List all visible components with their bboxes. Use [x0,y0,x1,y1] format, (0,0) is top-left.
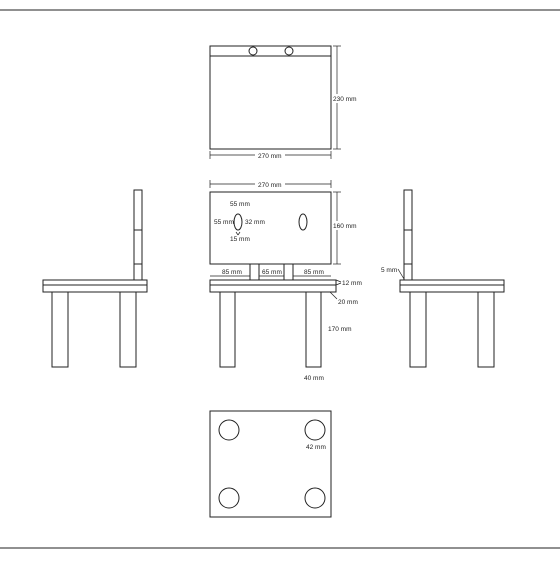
left-gap-label-bg [220,267,246,275]
top-height-label-bg [332,94,358,103]
side-right-backrest [403,189,413,281]
back-height-label-bg [332,221,358,230]
side-view-right: 5 mm [381,189,505,368]
bottom-hole-diameter-label: 42 mm [306,444,326,451]
side-view-left [42,189,148,368]
side-offset-leader [397,268,405,280]
backrest-slot-right [298,213,308,231]
side-right-leg-back [477,291,495,368]
bottom-hole-bottom-left [218,487,240,509]
bottom-hole-top-right [304,419,326,441]
seat-apron [209,284,337,293]
seat-thickness-leader-a [335,279,342,283]
left-gap-label: 85 mm [222,269,242,276]
side-left-backrest [133,189,143,281]
hole-height-label: 55 mm [214,219,234,226]
back-support-left [249,263,260,281]
hole-width-label: 32 mm [245,219,265,226]
backrest-panel [209,191,332,265]
side-left-leg-back [119,291,137,368]
right-gap-label: 85 mm [304,269,324,276]
top-view: 230 mm 270 mm [209,45,358,160]
leg-height-label: 170 mm [328,326,351,333]
side-right-seat-apron [399,284,505,293]
top-view-hole-right [284,46,294,56]
apron-leader [329,291,338,300]
hole-top-spacing-label: 55 mm [230,201,250,208]
side-left-seat-top [42,279,148,286]
bottom-hole-top-left [218,419,240,441]
back-width-label: 270 mm [258,182,281,189]
side-right-seat-top [399,279,505,286]
top-width-label-bg [255,151,285,160]
back-height-label: 160 mm [333,223,356,230]
top-height-label: 230 mm [333,96,356,103]
top-view-seat [209,45,332,150]
bottom-hole-bottom-right [304,487,326,509]
leg-width-label: 40 mm [304,375,324,382]
side-left-seat-apron [42,284,148,293]
seat-thickness-label: 12 mm [342,280,362,287]
bottom-view: 42 mm [209,410,332,518]
seat-top-board [209,279,337,286]
hole-leader-a [235,231,239,236]
apron-thickness-label: 20 mm [338,299,358,306]
hole-leader-b [237,231,241,236]
top-width-label: 270 mm [258,153,281,160]
front-view: 270 mm 55 mm 55 mm 32 mm 15 mm 160 mm 85… [209,180,362,382]
back-support-right [283,263,294,281]
backrest-slot-left [233,213,243,231]
side-left-leg-front [51,291,69,368]
front-leg-right [305,291,322,368]
mid-gap-label: 65 mm [262,269,282,276]
bottom-view-seat [209,410,332,518]
back-width-label-bg [255,180,285,189]
side-right-leg-front [409,291,427,368]
hole-bottom-label: 15 mm [230,236,250,243]
seat-thickness-leader-b [335,282,342,286]
side-offset-label: 5 mm [381,267,397,274]
top-view-hole-left [248,46,258,56]
front-leg-left [219,291,236,368]
